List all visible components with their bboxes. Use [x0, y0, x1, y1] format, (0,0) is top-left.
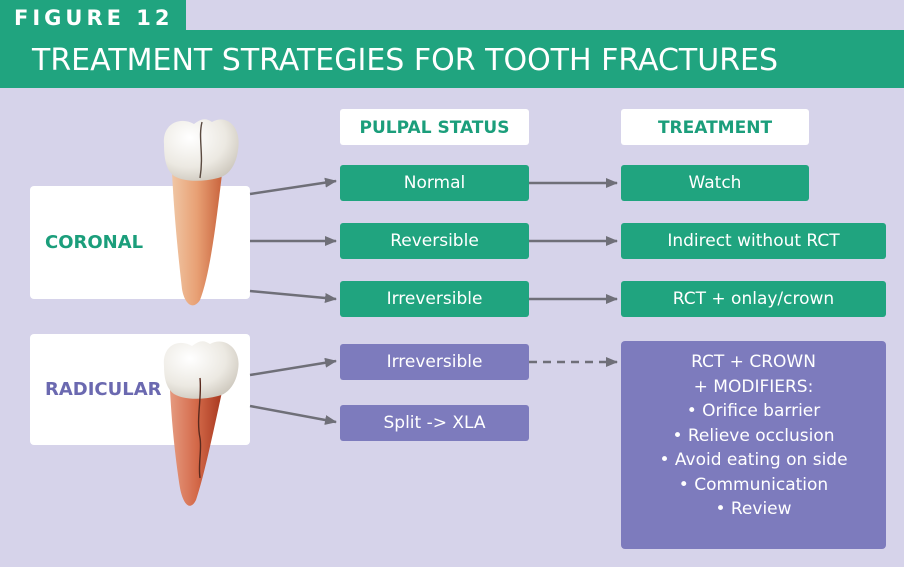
diagram: CORONAL RADICULAR — [0, 88, 904, 567]
arrow-coronal-normal — [250, 181, 336, 194]
figure-label: FIGURE 12 — [0, 0, 186, 32]
arrow-radicular-split — [250, 406, 336, 422]
arrows-layer — [0, 88, 904, 567]
arrow-radicular-irreversible — [250, 361, 336, 375]
arrow-coronal-irreversible — [250, 291, 336, 299]
figure-title: TREATMENT STRATEGIES FOR TOOTH FRACTURES — [0, 30, 904, 88]
